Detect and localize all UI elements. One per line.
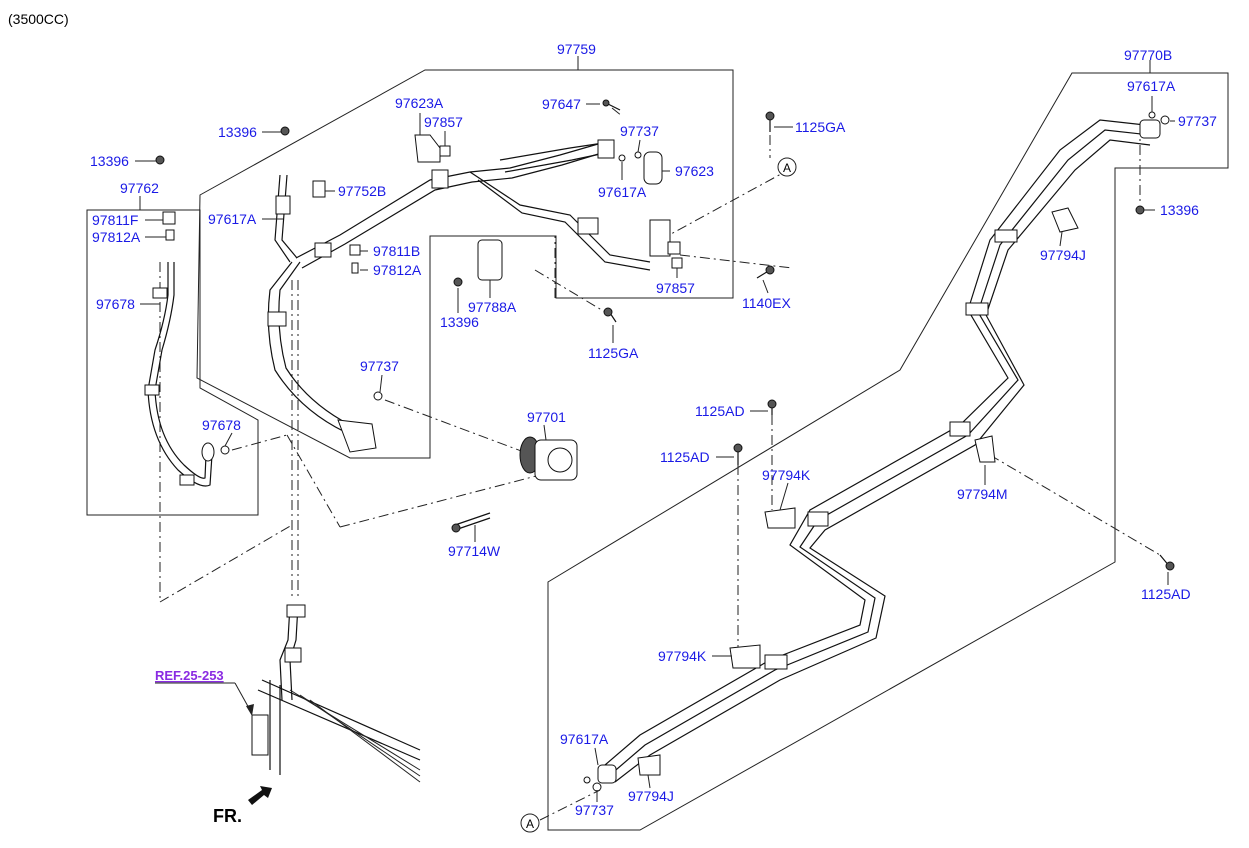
label-97737-top[interactable]: 97737 bbox=[620, 123, 659, 139]
engine-label: (3500CC) bbox=[8, 11, 69, 27]
label-13396-left[interactable]: 13396 bbox=[90, 153, 129, 169]
label-97623A[interactable]: 97623A bbox=[395, 95, 444, 111]
frame-97770B bbox=[547, 60, 1229, 831]
label-97857-top[interactable]: 97857 bbox=[424, 114, 463, 130]
marker-a-top-text: A bbox=[783, 161, 791, 175]
label-97770B[interactable]: 97770B bbox=[1124, 47, 1172, 63]
label-97737-bottom[interactable]: 97737 bbox=[575, 802, 614, 818]
label-97794M[interactable]: 97794M bbox=[957, 486, 1008, 502]
label-97762[interactable]: 97762 bbox=[120, 180, 159, 196]
label-1125AD-top[interactable]: 1125AD bbox=[695, 403, 745, 419]
label-97617A-center[interactable]: 97617A bbox=[598, 184, 647, 200]
marker-a-bottom: A bbox=[520, 813, 540, 833]
label-97617A-bottom[interactable]: 97617A bbox=[560, 731, 609, 747]
front-arrow-icon bbox=[248, 786, 272, 805]
label-97794K-bottom[interactable]: 97794K bbox=[658, 648, 707, 664]
marker-a-top: A bbox=[777, 157, 797, 177]
label-1125AD-middle[interactable]: 1125AD bbox=[660, 449, 710, 465]
front-direction-label: FR. bbox=[213, 806, 242, 826]
pipe-97762 bbox=[144, 211, 215, 487]
label-13396-center[interactable]: 13396 bbox=[218, 124, 257, 140]
label-13396-muffler[interactable]: 13396 bbox=[440, 314, 479, 330]
pipe-97770B bbox=[583, 111, 1175, 792]
label-97794J-bottom[interactable]: 97794J bbox=[628, 788, 674, 804]
label-97737-right[interactable]: 97737 bbox=[1178, 113, 1217, 129]
label-97737-center[interactable]: 97737 bbox=[360, 358, 399, 374]
label-1140EX[interactable]: 1140EX bbox=[742, 295, 791, 311]
reference-link[interactable]: REF.25-253 bbox=[155, 668, 224, 683]
label-97788A[interactable]: 97788A bbox=[468, 299, 517, 315]
label-97623[interactable]: 97623 bbox=[675, 163, 714, 179]
label-1125AD-right[interactable]: 1125AD bbox=[1141, 586, 1191, 602]
center-lines bbox=[159, 107, 1161, 821]
label-97857-bottom[interactable]: 97857 bbox=[656, 280, 695, 296]
label-1125GA-top[interactable]: 1125GA bbox=[795, 119, 846, 135]
frame-97762 bbox=[86, 196, 259, 516]
label-97794J-top[interactable]: 97794J bbox=[1040, 247, 1086, 263]
part-labels: 97759 97770B 13396 97762 97811F 97812A 9… bbox=[90, 41, 1217, 818]
label-97794K-top[interactable]: 97794K bbox=[762, 467, 811, 483]
frame-97759 bbox=[196, 56, 734, 459]
label-97812A-center[interactable]: 97812A bbox=[373, 262, 422, 278]
leader-lines bbox=[135, 96, 1175, 802]
label-97701[interactable]: 97701 bbox=[527, 409, 566, 425]
pipe-97759 bbox=[155, 99, 1145, 455]
label-97812A-left[interactable]: 97812A bbox=[92, 229, 141, 245]
label-97678-bottom[interactable]: 97678 bbox=[202, 417, 241, 433]
label-97714W[interactable]: 97714W bbox=[448, 543, 501, 559]
compressor-97701 bbox=[451, 436, 578, 533]
label-97678-top[interactable]: 97678 bbox=[96, 296, 135, 312]
label-97811B[interactable]: 97811B bbox=[373, 243, 420, 259]
label-97759[interactable]: 97759 bbox=[557, 41, 596, 57]
label-1125GA-bottom[interactable]: 1125GA bbox=[588, 345, 639, 361]
condenser bbox=[251, 604, 421, 783]
label-97752B[interactable]: 97752B bbox=[338, 183, 386, 199]
label-13396-right[interactable]: 13396 bbox=[1160, 202, 1199, 218]
marker-a-bottom-text: A bbox=[526, 817, 534, 831]
label-97617A-left[interactable]: 97617A bbox=[208, 211, 257, 227]
label-97647[interactable]: 97647 bbox=[542, 96, 581, 112]
label-97811F[interactable]: 97811F bbox=[92, 212, 138, 228]
label-97617A-right[interactable]: 97617A bbox=[1127, 78, 1176, 94]
